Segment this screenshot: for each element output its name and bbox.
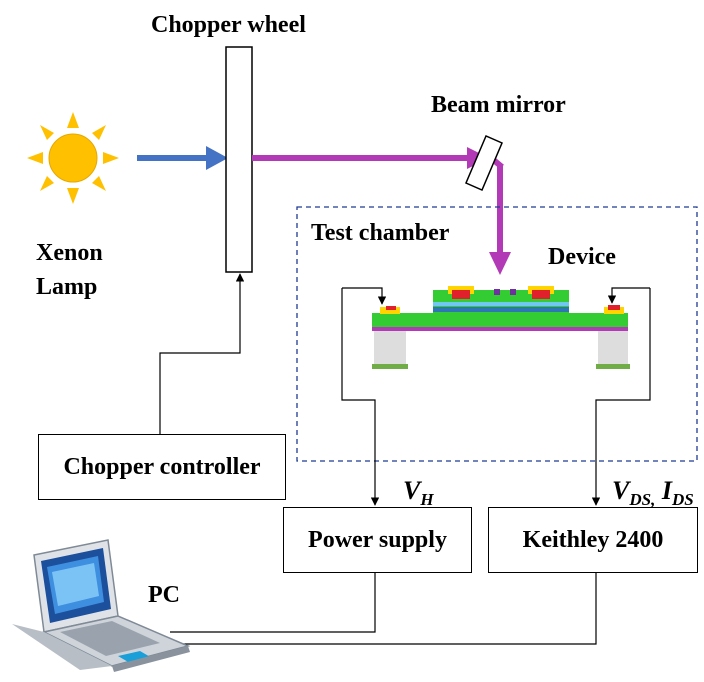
device-label: Device bbox=[548, 244, 616, 270]
lamp-label: Lamp bbox=[36, 274, 98, 300]
beam-mirror-label: Beam mirror bbox=[431, 92, 566, 118]
vh-symbol: VH bbox=[403, 476, 434, 509]
test-chamber-box bbox=[296, 206, 698, 462]
power-supply-label: Power supply bbox=[308, 526, 447, 553]
power-supply-box: Power supply bbox=[283, 507, 472, 573]
controller-wire bbox=[159, 273, 245, 434]
test-chamber-label: Test chamber bbox=[311, 220, 450, 246]
chopper-controller-label: Chopper controller bbox=[63, 453, 261, 480]
vds-ids-symbol: VDS, IDS bbox=[612, 476, 694, 509]
pc-label: PC bbox=[148, 582, 180, 608]
pc-wires bbox=[170, 573, 597, 645]
keithley-box: Keithley 2400 bbox=[488, 507, 698, 573]
chopper-wheel-label: Chopper wheel bbox=[151, 12, 306, 38]
sun-icon bbox=[27, 112, 119, 204]
lamp-beam-arrow bbox=[137, 146, 228, 170]
keithley-wire bbox=[591, 287, 651, 506]
power-supply-wire bbox=[341, 287, 387, 506]
mirror-icon bbox=[465, 135, 503, 191]
chopper-wheel bbox=[225, 46, 253, 273]
device-cross-section bbox=[372, 286, 630, 369]
chopper-controller-box: Chopper controller bbox=[38, 434, 286, 500]
xenon-label: Xenon bbox=[36, 240, 103, 266]
laptop-icon bbox=[12, 539, 191, 672]
keithley-label: Keithley 2400 bbox=[522, 526, 664, 553]
laser-beam-arrow bbox=[252, 147, 511, 275]
